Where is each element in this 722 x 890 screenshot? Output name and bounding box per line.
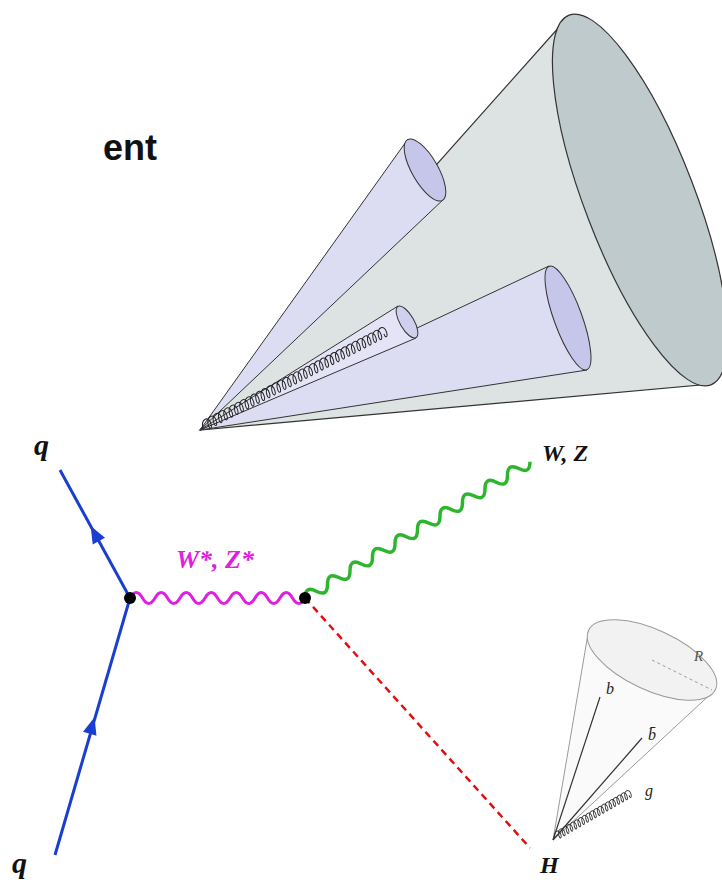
particle-label: q bbox=[34, 428, 49, 461]
boson-wave bbox=[302, 457, 533, 603]
higgs-line bbox=[305, 598, 530, 848]
slide-text: ent bbox=[103, 128, 157, 168]
particle-label: q bbox=[12, 846, 27, 879]
fermion-arrow bbox=[85, 523, 105, 545]
subjet-cone bbox=[200, 306, 416, 430]
antiquark-line bbox=[55, 598, 130, 855]
particle-label: W*, Z* bbox=[176, 546, 254, 575]
gluon-coil bbox=[552, 790, 632, 841]
fermion-arrow bbox=[83, 715, 101, 735]
boson-wave bbox=[302, 457, 533, 603]
gluon-coil bbox=[552, 790, 632, 841]
radius-label: R bbox=[694, 648, 703, 665]
vertex-dot bbox=[124, 592, 136, 604]
subjet-opening bbox=[392, 303, 422, 341]
particle-label: b̄ bbox=[648, 726, 656, 744]
subjet-opening bbox=[536, 262, 600, 375]
fermion-arrow bbox=[83, 715, 101, 735]
gluon-coil bbox=[200, 326, 389, 431]
particle-label: H bbox=[540, 852, 559, 878]
b-quark-line bbox=[553, 697, 600, 840]
gluon-coil bbox=[200, 326, 389, 431]
particle-label: g bbox=[645, 782, 653, 800]
fat-jet-opening bbox=[576, 603, 722, 717]
particle-label: W, Z bbox=[542, 440, 588, 466]
bbar-quark-line bbox=[553, 738, 642, 840]
vertex-dot bbox=[299, 592, 311, 604]
subjet-opening bbox=[396, 133, 454, 207]
subjet-cone bbox=[200, 266, 587, 430]
quark-line bbox=[60, 470, 130, 598]
fermion-arrow bbox=[85, 523, 105, 545]
virtual-boson-wave bbox=[130, 593, 305, 604]
particle-label: b bbox=[606, 680, 614, 698]
radius-line bbox=[652, 660, 712, 690]
